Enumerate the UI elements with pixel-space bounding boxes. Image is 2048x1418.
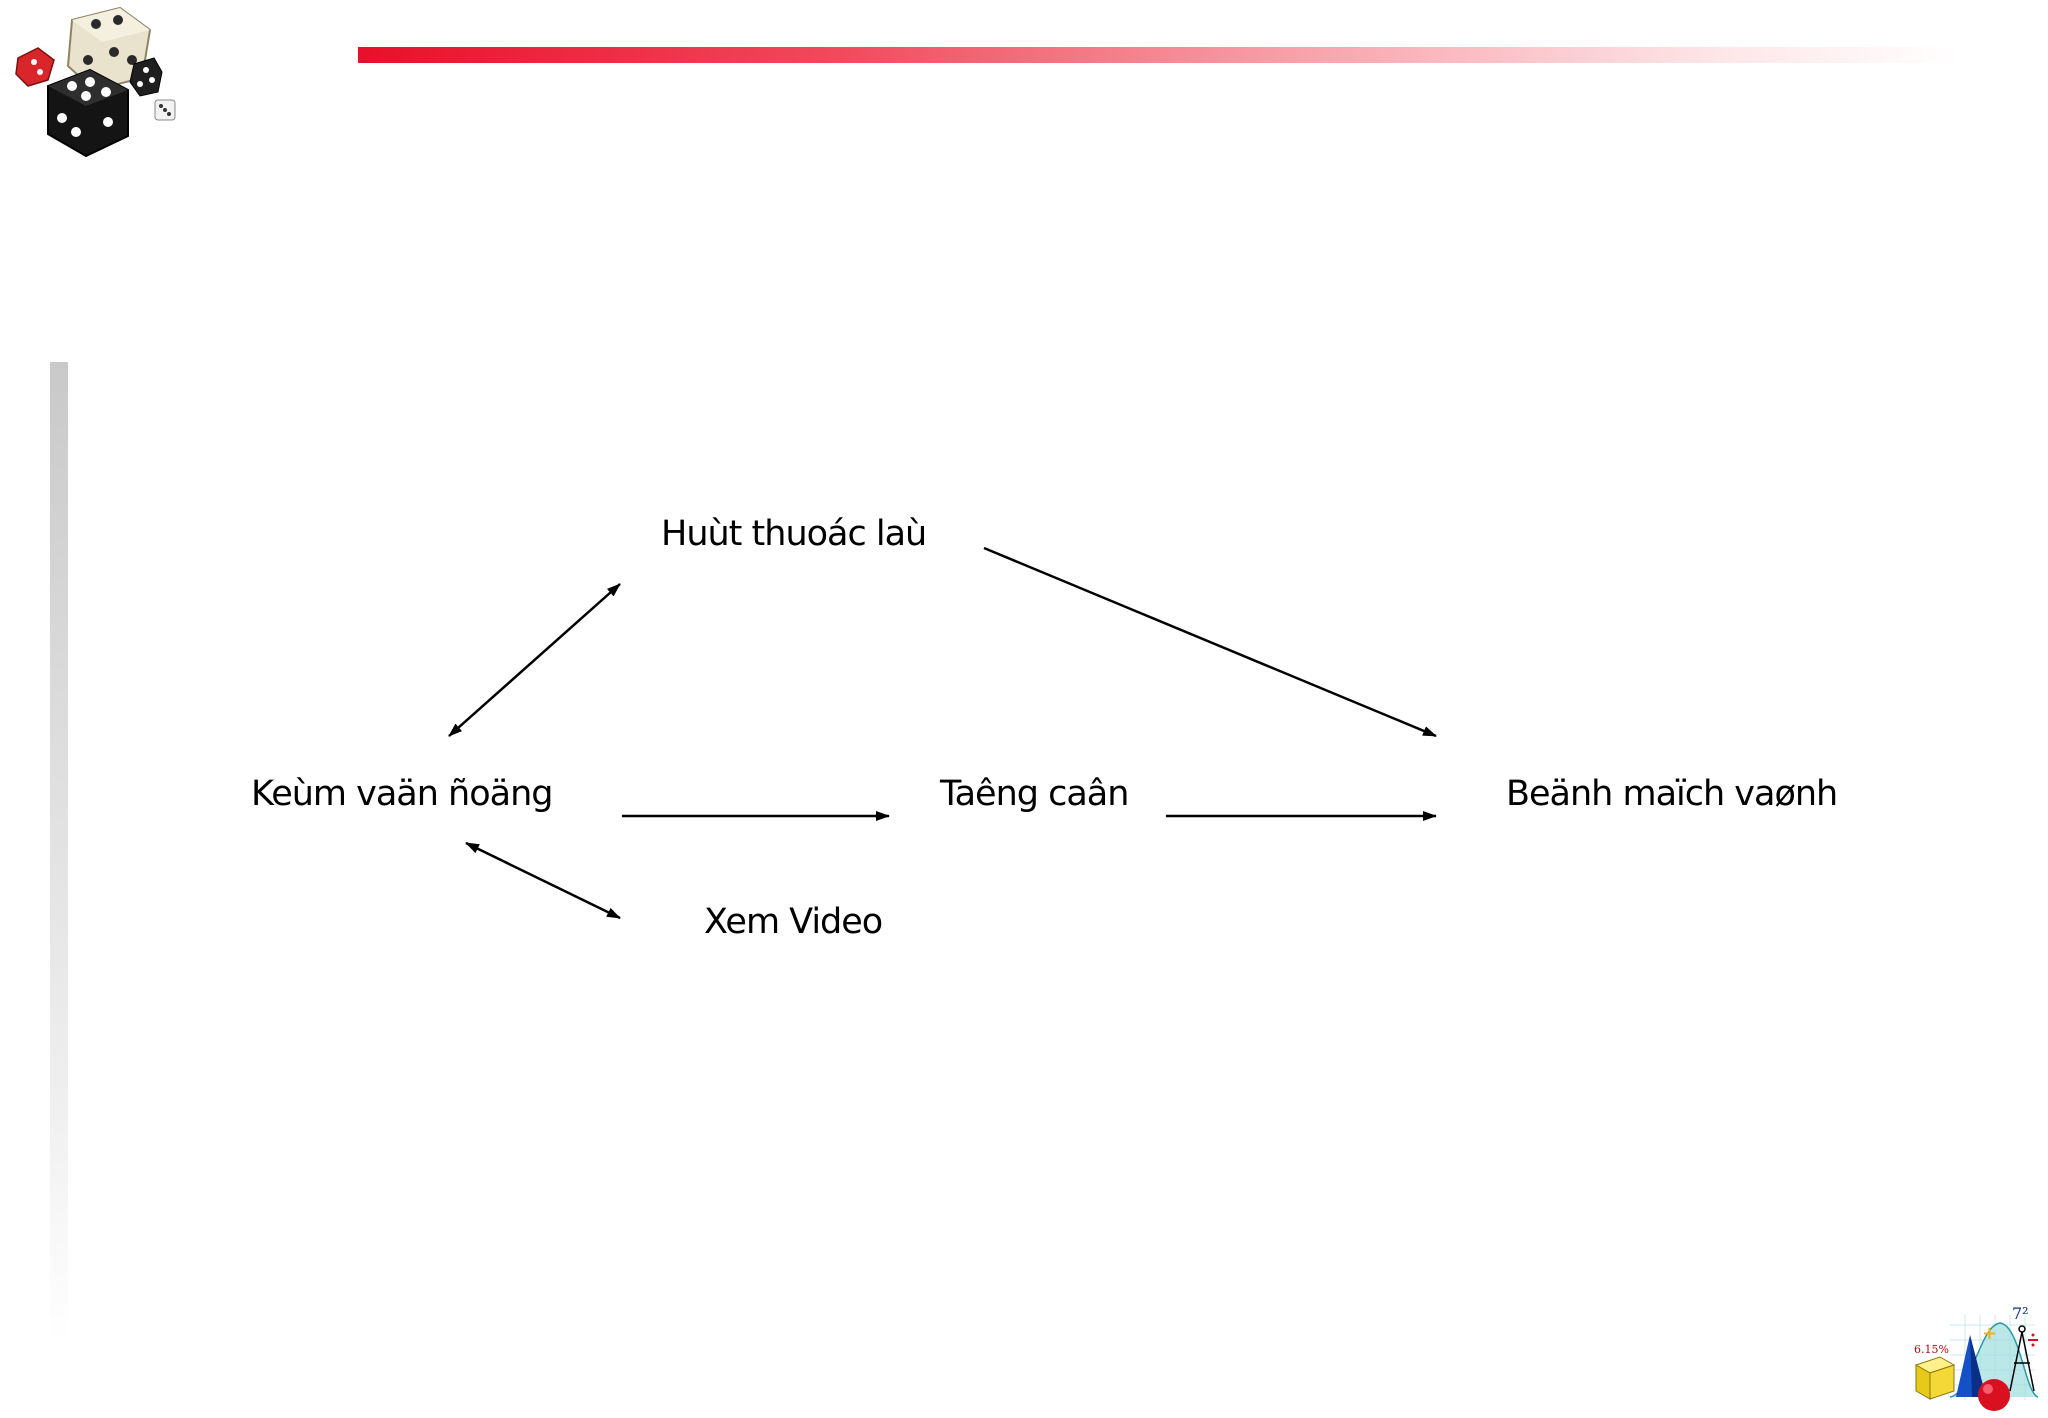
arrow-smoking-exercise bbox=[448, 583, 621, 737]
cube-icon bbox=[1914, 1356, 1956, 1400]
math-logo-icon: + 6.15% 7² bbox=[1914, 1305, 2039, 1411]
node-weight-gain: Taêng caân bbox=[940, 774, 1129, 814]
small-black-die-icon bbox=[129, 57, 163, 97]
math-logo-percent: 6.15% bbox=[1914, 1343, 1949, 1356]
tiny-white-die-icon bbox=[154, 99, 176, 121]
arrow-smoking-heart bbox=[983, 546, 1437, 738]
compass-icon bbox=[2009, 1325, 2035, 1392]
arrow-exercise-video bbox=[465, 841, 621, 920]
side-accent-bar bbox=[50, 362, 68, 1342]
red-die-icon bbox=[15, 47, 55, 87]
math-logo-power: 7² bbox=[2012, 1305, 2029, 1323]
node-video: Xem Video bbox=[704, 902, 883, 942]
cone-icon bbox=[1956, 1335, 1986, 1397]
sphere-icon bbox=[1978, 1379, 2010, 1411]
node-heart-disease: Beänh maïch vaønh bbox=[1506, 774, 1838, 814]
svg-text:+: + bbox=[1982, 1323, 1997, 1344]
dice-logo-icon bbox=[15, 6, 176, 158]
beige-die-icon bbox=[66, 6, 152, 92]
top-accent-bar bbox=[358, 47, 1958, 63]
node-smoking: Huùt thuoác laù bbox=[661, 514, 927, 554]
node-lack-exercise: Keùm vaän ñoäng bbox=[251, 774, 554, 814]
big-black-die-icon bbox=[47, 68, 129, 158]
